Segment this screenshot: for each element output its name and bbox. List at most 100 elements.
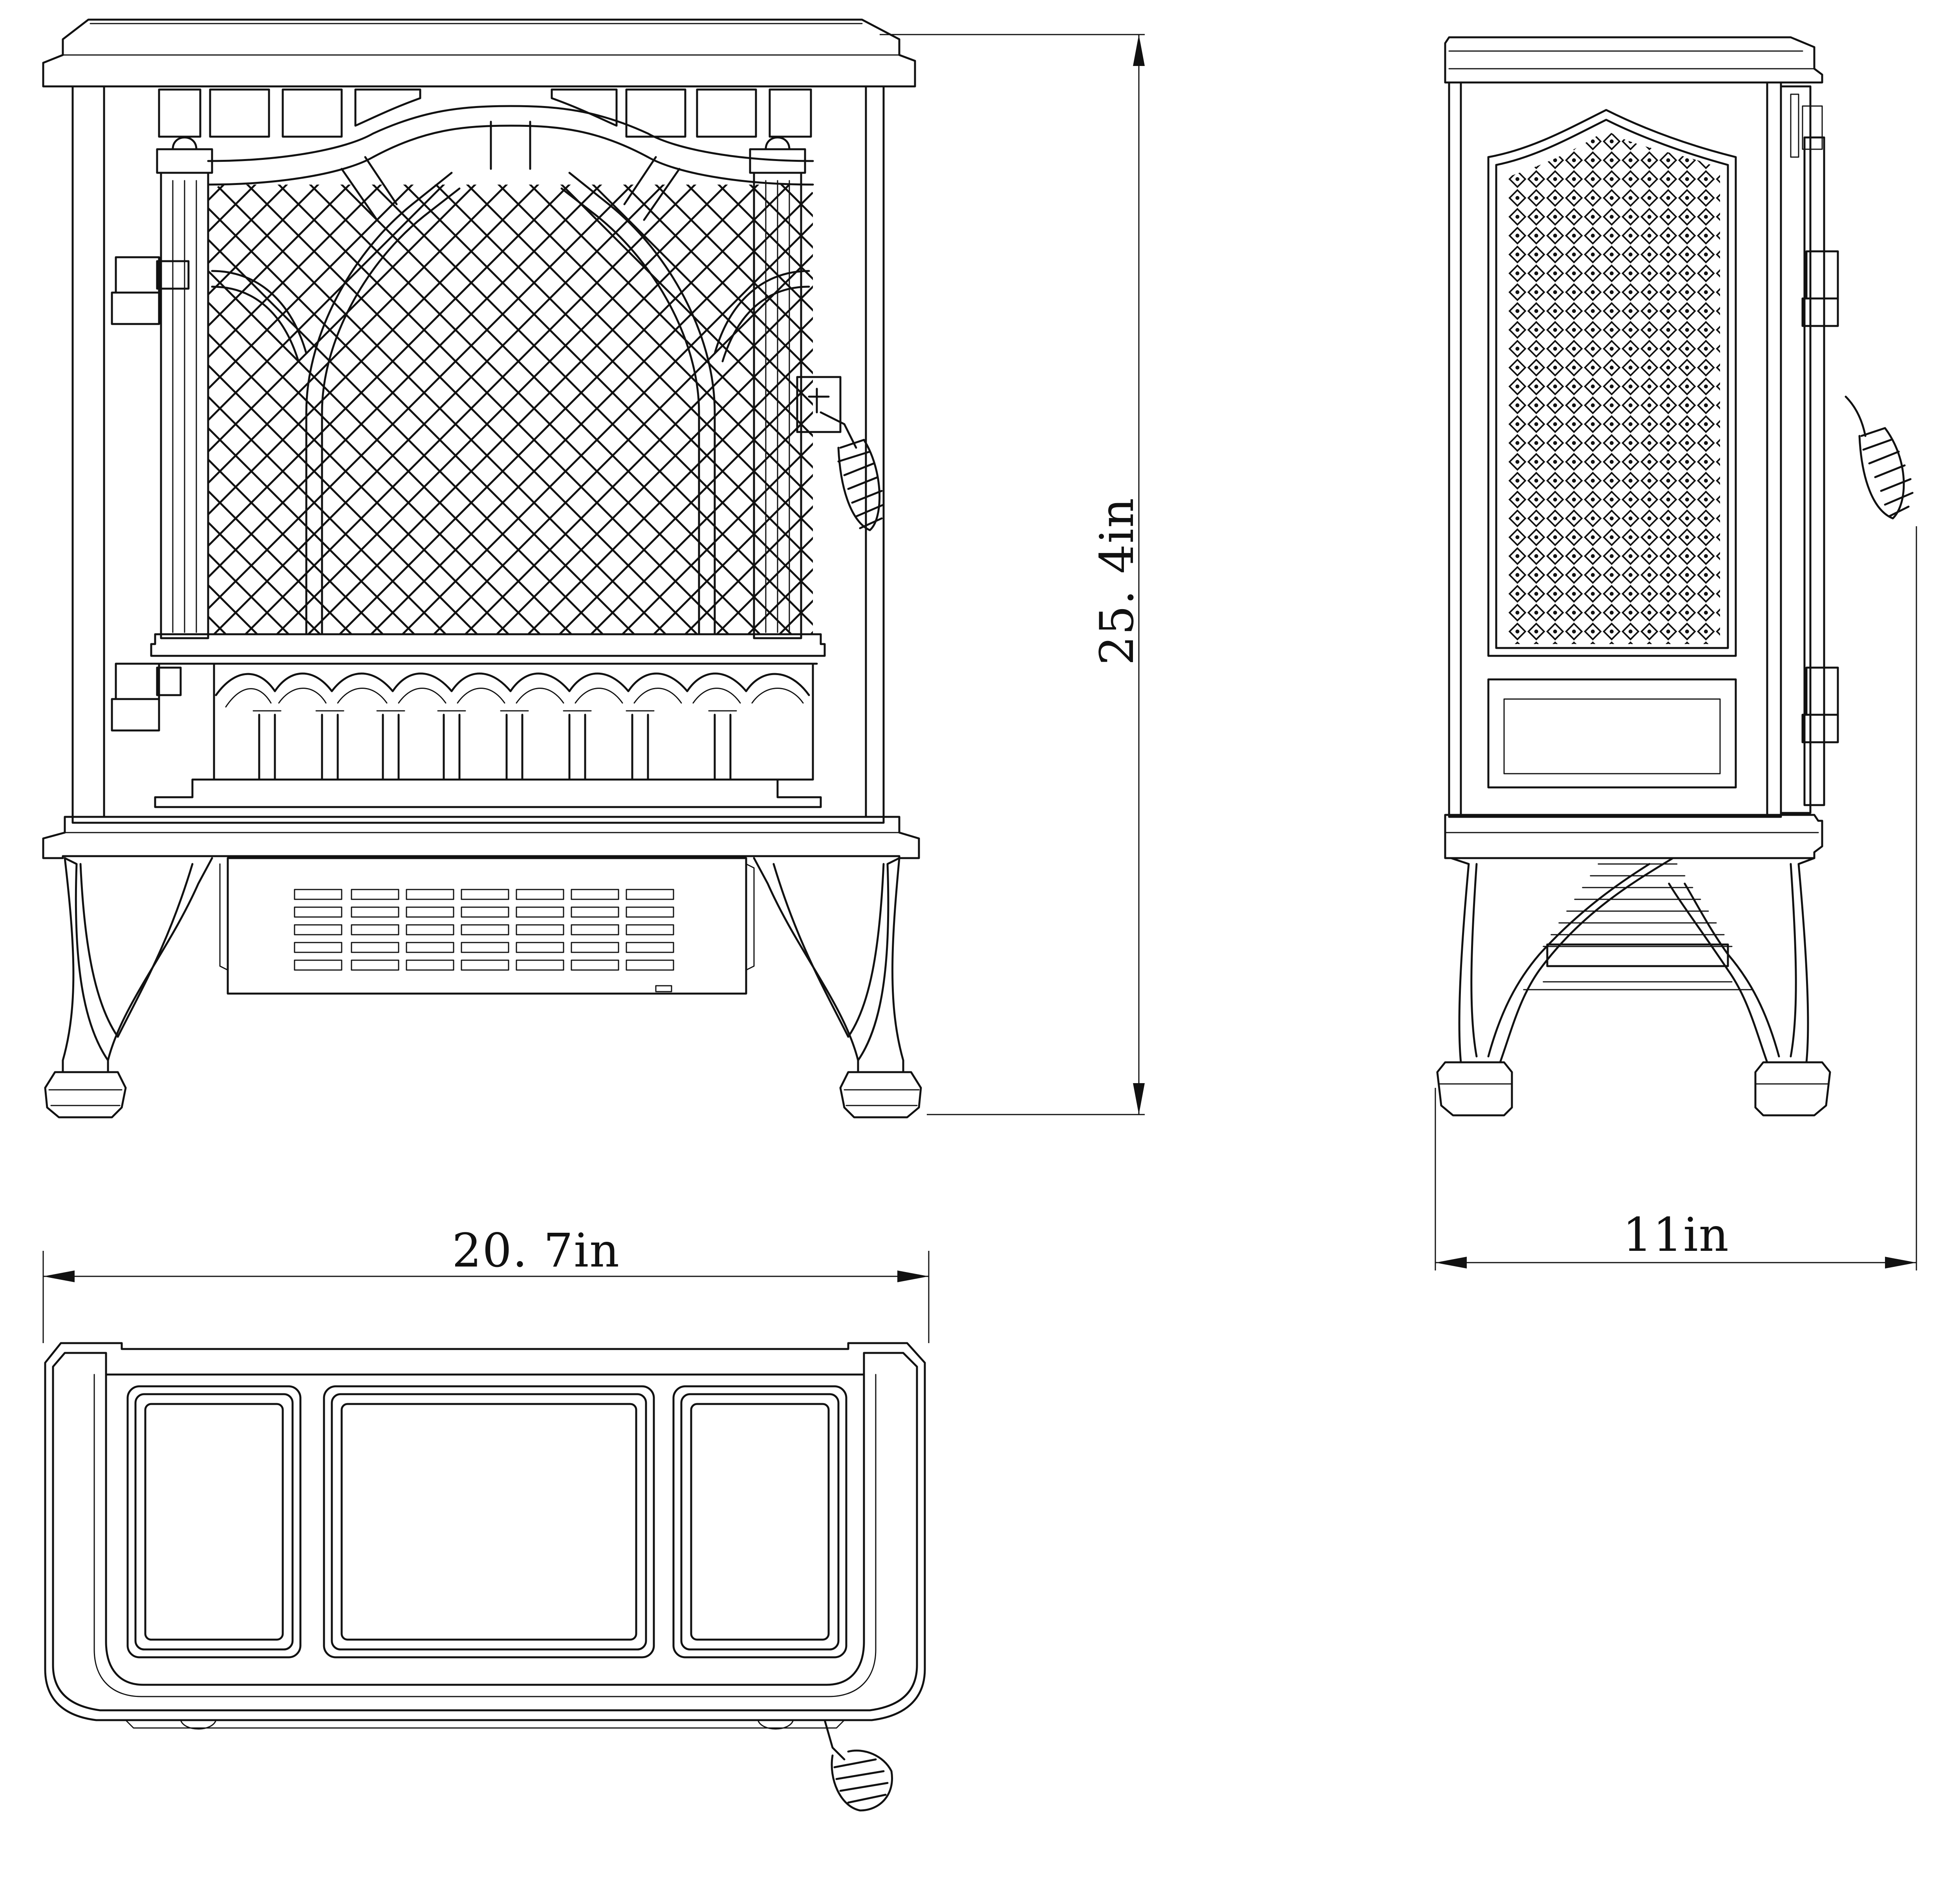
side-left-leg-inner: [1470, 863, 1651, 1058]
side-handle-neck: [1845, 395, 1867, 437]
side-back-profile: [1780, 85, 1812, 814]
front-right-foot-lines: [844, 1089, 920, 1106]
top-right-panel-outer: [672, 1385, 847, 1658]
top-outer-inner: [52, 1352, 918, 1711]
front-heater-vent-slot: [294, 906, 342, 918]
front-arcade: [154, 663, 822, 808]
front-handle-screw: [808, 388, 830, 414]
front-heater-vent-slot: [351, 942, 399, 953]
front-heater-vent-slot: [461, 889, 509, 900]
front-heater-vent-slot: [571, 906, 619, 918]
front-handle-spring-outline: [837, 439, 881, 531]
front-right-column-fluting: [765, 180, 790, 633]
front-heater-vent-slot: [461, 924, 509, 935]
front-right-leg-outline: [857, 857, 904, 1073]
front-heater-vent-slot: [516, 889, 564, 900]
depth-arrow-right: [1885, 1257, 1916, 1268]
front-top-lid-inner: [62, 23, 900, 56]
front-arch-left-side: [211, 270, 307, 355]
front-heater-box: [219, 857, 755, 995]
front-heater-vent-slot: [461, 959, 509, 971]
top-left-panel-mid: [134, 1393, 294, 1651]
top-handle: [824, 1719, 893, 1812]
side-right-leg-inner: [1684, 863, 1797, 1058]
front-left-column-shaft: [160, 172, 209, 639]
side-lower-hinge-lower: [1801, 714, 1839, 743]
front-heater-vent-slot: [516, 942, 564, 953]
width-dimension-label: 20. 7in: [452, 1223, 620, 1278]
front-keystone: [490, 121, 531, 170]
side-heater-vent: [1546, 943, 1729, 967]
front-left-leg-outline: [62, 857, 109, 1073]
front-heater-vent-slot: [626, 942, 674, 953]
front-heater-vent-slot: [626, 959, 674, 971]
top-left-panel-outer: [126, 1385, 302, 1658]
front-top-window: [282, 88, 343, 138]
front-arcade-mantel: [150, 633, 826, 657]
front-handle-base: [796, 376, 842, 433]
top-frame-mid: [93, 1374, 877, 1697]
top-bottom-edge: [125, 1719, 845, 1729]
front-right-column: [749, 136, 806, 639]
front-heater-vent-slot: [351, 959, 399, 971]
front-arch-left-center-inner: [321, 187, 461, 635]
depth-dimension-label: 11in: [1623, 1208, 1729, 1262]
top-center-panel-inner: [340, 1403, 637, 1641]
front-heater-vent-slot: [406, 889, 454, 900]
top-handle-spring: [833, 1758, 889, 1804]
front-heater-vent-slot: [406, 942, 454, 953]
front-arcade-arches-inner: [225, 688, 804, 708]
front-heater-vent-slot: [461, 942, 509, 953]
front-top-window: [354, 88, 421, 127]
front-heater-vent-slot: [294, 959, 342, 971]
side-handle-spring-outline: [1858, 427, 1905, 520]
front-heater-vent-slot: [516, 906, 564, 918]
front-right-column-finial: [765, 136, 791, 150]
top-handle-neck: [824, 1719, 845, 1761]
top-left-panel: [126, 1385, 302, 1658]
front-heater-vent-slot: [571, 942, 619, 953]
height-arrow-bottom: [1133, 1083, 1145, 1115]
front-top-window: [625, 88, 686, 138]
front-heater-housing: [227, 857, 747, 995]
front-heater-vent-slot: [294, 889, 342, 900]
front-arch-left-center: [305, 172, 453, 635]
side-view: [1436, 36, 1914, 1117]
front-grille-arches: [211, 121, 810, 635]
side-back-hardware: [1780, 85, 1914, 814]
front-handle-neck: [820, 411, 857, 449]
front-heater-vent-slot: [626, 906, 674, 918]
front-heater-vents: [294, 889, 674, 971]
front-top-window: [696, 88, 757, 138]
side-heater-bottom: [1523, 981, 1752, 990]
front-heater-vent-slot: [516, 924, 564, 935]
side-panel-frame-inner: [1495, 119, 1729, 649]
front-left-leg-curve: [107, 857, 213, 1062]
top-right-panel-mid: [680, 1393, 840, 1651]
front-arcade-frame: [213, 663, 814, 781]
front-handle-spring: [837, 439, 885, 529]
height-dimension: 25. 4in: [880, 34, 1145, 1115]
front-upper-hinge-plate: [115, 256, 160, 294]
front-lower-hinge-knuckle: [156, 666, 182, 696]
height-arrow-top: [1133, 35, 1145, 66]
top-right-panel-inner: [690, 1403, 830, 1641]
front-lower-hinge-plate: [115, 663, 160, 700]
front-heater-vent-slot: [294, 942, 342, 953]
front-right-leg: [753, 857, 922, 1118]
front-body-outer: [71, 85, 885, 824]
front-left-column-finial: [172, 136, 198, 150]
side-heater-fins: [1543, 863, 1733, 947]
front-heater-vent-slot: [406, 924, 454, 935]
side-lower-panel-inner: [1503, 698, 1721, 774]
front-top-window: [769, 88, 812, 138]
front-heater-vent-slot: [351, 924, 399, 935]
top-center-panel-mid: [331, 1393, 647, 1651]
front-heater-vent-slot: [626, 924, 674, 935]
front-lower-hinge-lower: [111, 698, 160, 732]
front-door-handle: [796, 376, 885, 531]
front-left-column-fluting: [172, 180, 197, 633]
front-right-foot: [839, 1071, 922, 1118]
